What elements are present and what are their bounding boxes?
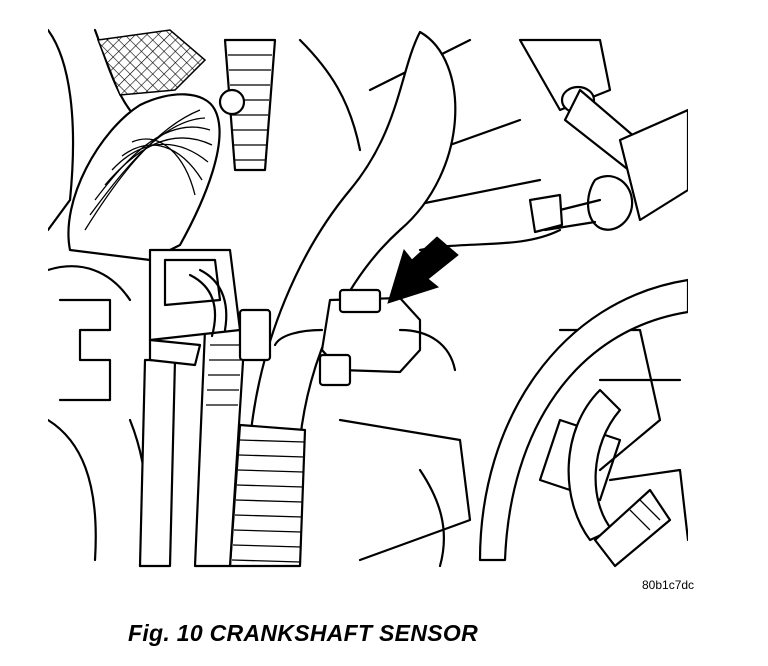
center-hose [248,30,457,442]
left-boot [67,93,221,262]
lower-corrugated-tube [228,423,307,568]
figure-caption: Fig. 10 CRANKSHAFT SENSOR [128,620,478,646]
left-connector [148,248,272,367]
right-curved-hose [478,278,688,568]
arrow-icon [387,236,459,304]
crankshaft-sensor [273,288,457,387]
right-fittings [518,38,688,234]
upper-corrugated-tube [218,38,277,172]
reference-code: 80b1c7dc [642,578,695,592]
left-hoses [138,328,247,568]
